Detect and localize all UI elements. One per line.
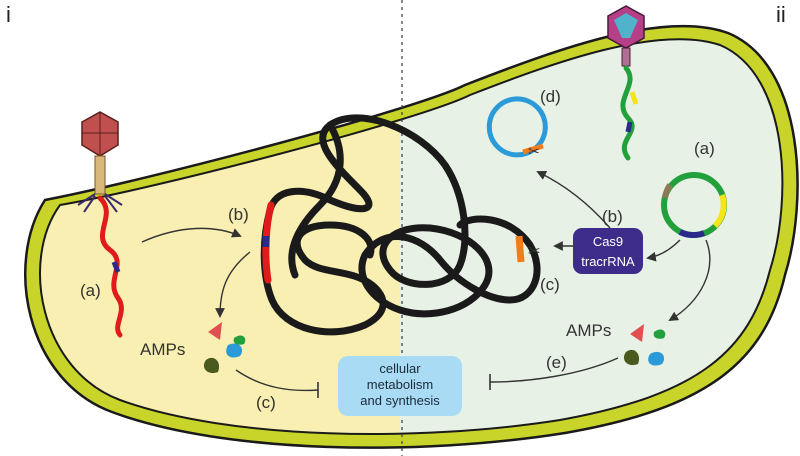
label-left-b: (b) bbox=[228, 205, 249, 224]
label-right-d: (d) bbox=[540, 87, 561, 106]
arrow-phage-to-chromosome bbox=[141, 227, 242, 243]
label-right-a: (a) bbox=[694, 139, 715, 158]
bacterial-chromosome bbox=[260, 114, 541, 336]
cell-membrane bbox=[39, 38, 784, 435]
label-right-e: (e) bbox=[546, 353, 567, 372]
label-right-c: (c) bbox=[540, 275, 560, 294]
plasmid-right bbox=[661, 172, 727, 239]
amps-shapes-right bbox=[623, 324, 666, 366]
metabolism-line2: metabolism bbox=[367, 377, 433, 392]
amps-label-right: AMPs bbox=[566, 321, 611, 340]
metabolism-line1: cellular bbox=[379, 361, 421, 376]
phage-left bbox=[77, 111, 124, 338]
metabolism-line3: and synthesis bbox=[360, 393, 440, 408]
label-left-c: (c) bbox=[256, 393, 276, 412]
inhibit-right bbox=[489, 357, 619, 383]
scissors-icon-d: ✂ bbox=[528, 143, 540, 159]
panel-label-ii: ii bbox=[776, 2, 786, 27]
phage-right bbox=[607, 5, 645, 161]
plasmid-cleaved: ✂ bbox=[486, 96, 548, 159]
arrow-chromosome-to-amps bbox=[215, 251, 251, 318]
panel-label-i: i bbox=[6, 2, 11, 27]
cas9-label: Cas9 bbox=[593, 234, 623, 249]
scissors-icon-c: ✂ bbox=[528, 243, 541, 260]
amps-shapes-left bbox=[203, 322, 246, 374]
inhibit-left bbox=[235, 369, 319, 392]
label-right-b: (b) bbox=[602, 207, 623, 226]
arrow-plasmid-to-amps bbox=[668, 239, 711, 322]
tracrrna-label: tracrRNA bbox=[581, 254, 635, 269]
amps-label-left: AMPs bbox=[140, 340, 185, 359]
arrow-plasmid-to-cas9 bbox=[646, 239, 681, 262]
arrow-cas9-to-plasmid bbox=[536, 170, 611, 229]
metabolism-box bbox=[338, 356, 462, 416]
label-left-a: (a) bbox=[80, 281, 101, 300]
cas9-box bbox=[573, 228, 643, 274]
